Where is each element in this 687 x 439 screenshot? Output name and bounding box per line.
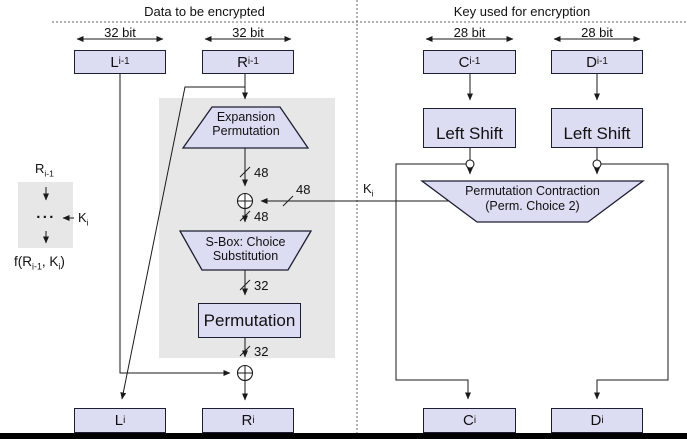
register-label: L [110,53,119,71]
expansion-label-line1: Expansion [216,110,276,124]
bit-width-label-d: 28 bit [581,25,613,40]
bit-width-label-r: 32 bit [232,25,264,40]
subkey-label: Ki [363,181,374,199]
bit-width-label-l: 32 bit [104,25,136,40]
section-title-key: Key used for encryption [453,4,591,19]
sbox-label-line1: S-Box: Choice [205,235,286,249]
legend-wires [43,187,74,244]
left-shift-label: Left Shift [435,124,504,143]
section-title-data: Data to be encrypted [144,4,265,19]
bit-width-label-c: 28 bit [453,25,486,40]
xor-icon [236,192,254,210]
left-shift-d-block: Left Shift [551,108,643,148]
legend-key-label: Ki [78,210,89,228]
permutation-label: Permutation [203,310,296,330]
perm-contraction-label-line1: Permutation Contraction [465,184,600,198]
xor-icon [236,364,254,382]
register-label: R [241,412,253,429]
wire-label-48-expansion: 48 [254,165,269,180]
register-label: D [590,412,602,429]
wire-label-32-sbox: 32 [254,278,269,293]
branch-node-icon [592,159,602,169]
left-shift-label: Left Shift [563,124,631,143]
register-label: C [458,53,470,71]
bottom-border-bar [0,433,687,439]
expansion-label-line2: Permutation [212,124,280,138]
sbox-block [178,230,313,271]
wire-label-48-key: 48 [296,182,311,197]
legend-input-label: Ri-1 [35,161,54,179]
permutation-block: Permutation [198,303,301,338]
key-path-wires [260,74,669,400]
legend-dots: ··· [36,209,56,226]
perm-contraction-label-line2: (Perm. Choice 2) [485,199,580,213]
register-label: D [586,53,597,71]
register-label: C [462,412,474,429]
data-path-wires [119,74,251,401]
register-label: R [237,53,248,71]
wire-label-48-xor: 48 [254,209,269,224]
sbox-label-line2: Substitution [212,249,279,263]
legend-f-label: f(Ri-1, Ki) [14,254,65,272]
expansion-permutation-block [181,106,310,149]
wire-label-32-perm: 32 [254,344,269,359]
left-shift-c-block: Left Shift [423,108,516,148]
register-label: L [114,412,124,429]
branch-node-icon [465,159,475,169]
permutation-contraction-block [420,180,645,223]
